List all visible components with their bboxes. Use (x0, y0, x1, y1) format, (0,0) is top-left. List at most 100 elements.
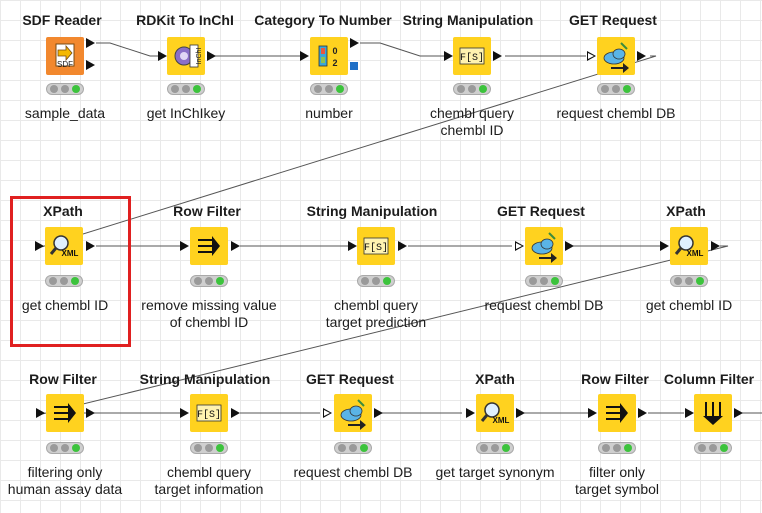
status-traffic-light (597, 83, 635, 95)
svg-text:XML: XML (687, 249, 704, 258)
status-traffic-light (334, 442, 372, 454)
node-title: String Manipulation (139, 371, 271, 387)
input-port[interactable] (180, 241, 189, 251)
input-port[interactable] (35, 241, 44, 251)
node-label: get target synonym (435, 464, 555, 480)
svg-text:XML: XML (493, 416, 510, 425)
node-label: number (305, 105, 353, 121)
output-port[interactable] (516, 408, 525, 418)
category-number-icon[interactable]: 0 2 (310, 37, 348, 75)
input-port[interactable] (300, 51, 309, 61)
status-traffic-light (46, 83, 84, 95)
rdkit-inchi-icon[interactable]: InChI (167, 37, 205, 75)
input-port[interactable] (36, 408, 45, 418)
xpath-icon[interactable]: XML (476, 394, 514, 432)
get-request-icon[interactable] (597, 37, 635, 75)
svg-text:2: 2 (332, 58, 337, 68)
node-title: GET Request (497, 203, 585, 219)
svg-text:XML: XML (62, 249, 79, 258)
svg-text:InChI: InChI (196, 48, 203, 65)
string-manipulation-icon[interactable]: F[S] (357, 227, 395, 265)
node-label: get chembl ID (645, 297, 733, 313)
node-title: String Manipulation (402, 12, 534, 28)
row-filter-icon[interactable] (46, 394, 84, 432)
column-filter-icon[interactable] (694, 394, 732, 432)
connection (96, 42, 166, 57)
output-port[interactable] (207, 51, 216, 61)
input-port[interactable] (158, 51, 167, 61)
node-title: XPath (475, 371, 515, 387)
flow-variable-port[interactable] (350, 62, 358, 70)
output-port[interactable] (638, 408, 647, 418)
svg-text:F[S]: F[S] (197, 409, 221, 421)
output-port[interactable] (86, 241, 95, 251)
svg-text:0: 0 (332, 46, 337, 56)
status-traffic-light (694, 442, 732, 454)
svg-text:F[S]: F[S] (364, 242, 388, 254)
node-title: Category To Number (254, 12, 392, 28)
node-title: String Manipulation (306, 203, 438, 219)
output-port[interactable] (86, 408, 95, 418)
status-traffic-light (167, 83, 205, 95)
connection (37, 245, 729, 416)
string-manipulation-icon[interactable]: F[S] (190, 394, 228, 432)
status-traffic-light (453, 83, 491, 95)
node-label: sample_data (24, 105, 106, 121)
input-port[interactable] (685, 408, 694, 418)
string-manipulation-icon[interactable]: F[S] (453, 37, 491, 75)
node-title: Row Filter (173, 203, 241, 219)
input-port[interactable] (587, 51, 596, 61)
input-port[interactable] (348, 241, 357, 251)
output-port[interactable] (350, 38, 359, 48)
output-port[interactable] (86, 60, 95, 70)
status-traffic-light (476, 442, 514, 454)
row-filter-icon[interactable] (190, 227, 228, 265)
output-port[interactable] (86, 38, 95, 48)
input-port[interactable] (660, 241, 669, 251)
connection (360, 42, 452, 57)
output-port[interactable] (231, 408, 240, 418)
output-port[interactable] (637, 51, 646, 61)
node-title: Column Filter (663, 371, 755, 387)
input-port[interactable] (323, 408, 332, 418)
output-port[interactable] (734, 408, 743, 418)
input-port[interactable] (588, 408, 597, 418)
input-port[interactable] (515, 241, 524, 251)
row-filter-icon[interactable] (598, 394, 636, 432)
node-label: get InChIkey (146, 105, 226, 121)
xpath-icon[interactable]: XML (670, 227, 708, 265)
node-label: request chembl DB (556, 105, 676, 121)
status-traffic-light (190, 275, 228, 287)
xpath-icon[interactable]: XML (45, 227, 83, 265)
get-request-icon[interactable] (334, 394, 372, 432)
sdf-reader-icon[interactable]: SDF (46, 37, 84, 75)
svg-text:F[S]: F[S] (460, 52, 484, 64)
status-traffic-light (357, 275, 395, 287)
status-traffic-light (525, 275, 563, 287)
input-port[interactable] (466, 408, 475, 418)
output-port[interactable] (711, 241, 720, 251)
node-title: SDF Reader (22, 12, 102, 28)
output-port[interactable] (565, 241, 574, 251)
node-label: request chembl DB (484, 297, 604, 313)
status-traffic-light (598, 442, 636, 454)
connection (37, 55, 657, 249)
node-title: GET Request (306, 371, 394, 387)
node-title: Row Filter (29, 371, 97, 387)
node-title: Row Filter (581, 371, 649, 387)
input-port[interactable] (180, 408, 189, 418)
output-port[interactable] (398, 241, 407, 251)
get-request-icon[interactable] (525, 227, 563, 265)
node-title: XPath (666, 203, 706, 219)
output-port[interactable] (493, 51, 502, 61)
status-traffic-light (670, 275, 708, 287)
node-title: RDKit To InChI (136, 12, 234, 28)
output-port[interactable] (374, 408, 383, 418)
input-port[interactable] (444, 51, 453, 61)
output-port[interactable] (231, 241, 240, 251)
svg-text:SDF: SDF (57, 60, 73, 69)
